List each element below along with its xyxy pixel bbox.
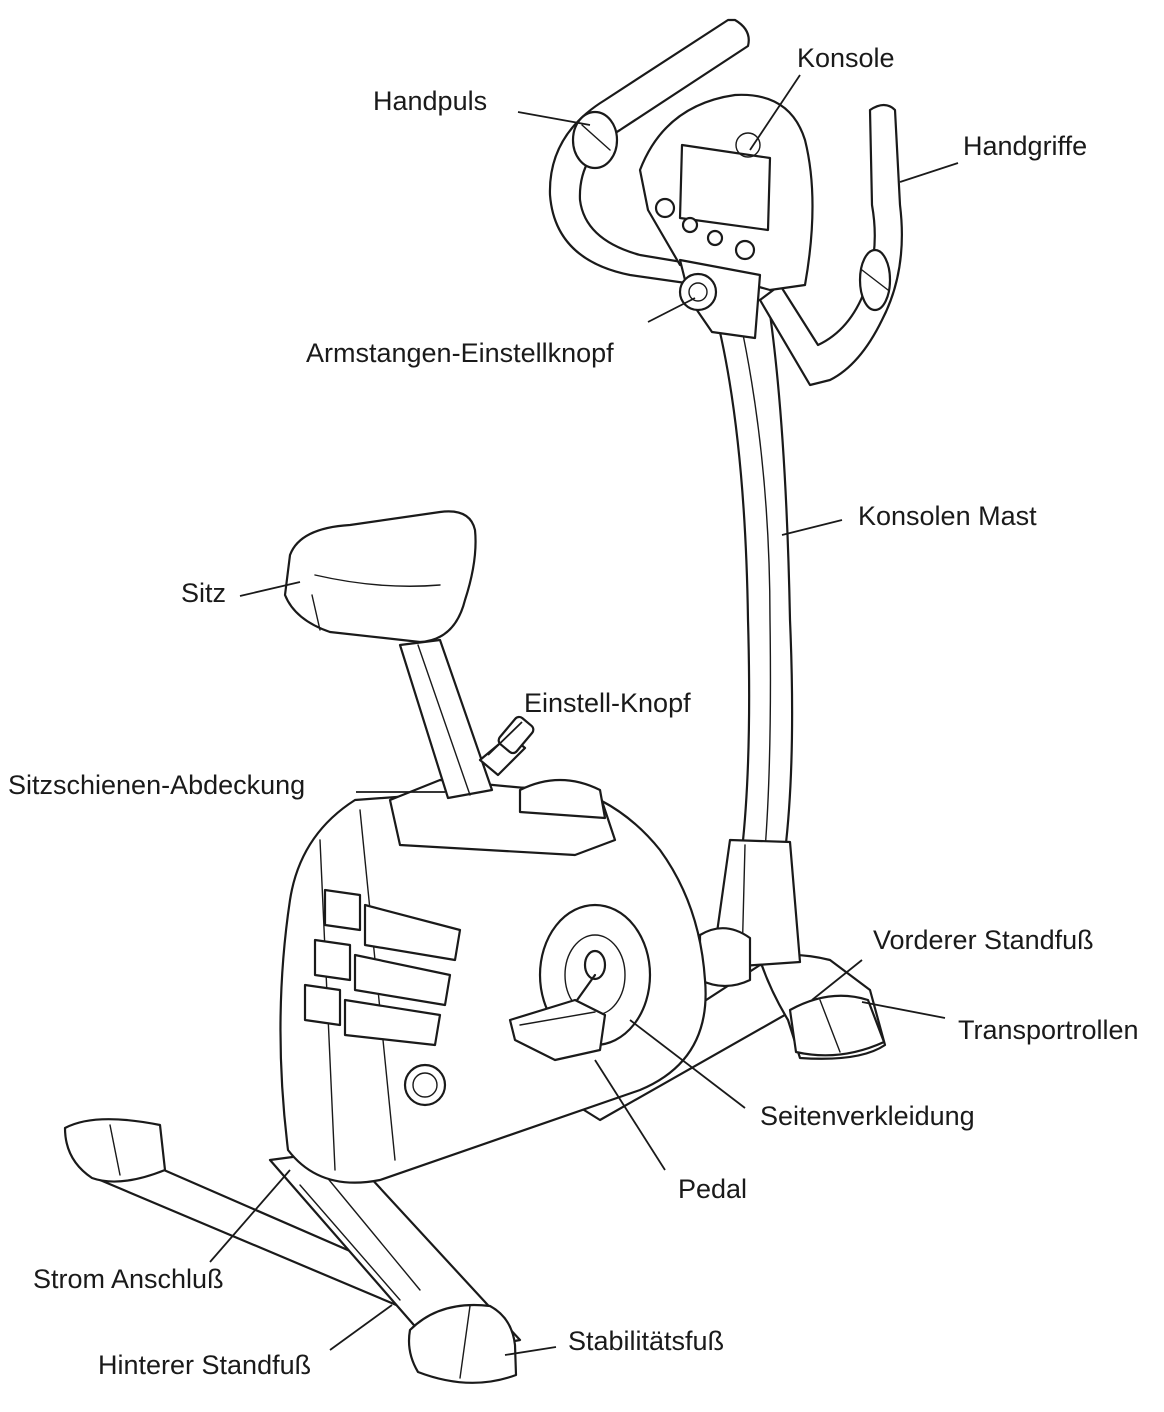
leader-vorderer-standfuss bbox=[811, 959, 863, 1001]
leader-strom-anschluss bbox=[209, 1169, 291, 1263]
leader-hinterer-standfuss bbox=[329, 1304, 393, 1351]
label-sitz: Sitz bbox=[181, 578, 227, 608]
leader-pedal bbox=[594, 1059, 666, 1171]
leader-armstangen bbox=[647, 297, 696, 323]
label-konsolen-mast: Konsolen Mast bbox=[858, 501, 1037, 531]
label-vorderer-standfuss: Vorderer Standfuß bbox=[873, 925, 1094, 955]
label-handgriffe: Handgriffe bbox=[963, 131, 1088, 161]
label-hinterer-standfuss: Hinterer Standfuß bbox=[98, 1350, 312, 1380]
leader-seitenverkleidung bbox=[629, 1019, 746, 1109]
leader-konsole bbox=[749, 74, 801, 151]
seat-assembly bbox=[283, 510, 535, 800]
label-armstangen-einstellknopf: Armstangen-Einstellknopf bbox=[306, 338, 614, 368]
console-mast bbox=[698, 298, 802, 988]
label-einstell-knopf: Einstell-Knopf bbox=[524, 688, 691, 718]
leader-transportrollen bbox=[861, 1001, 946, 1019]
label-transportrollen: Transportrollen bbox=[958, 1015, 1139, 1045]
label-strom-anschluss: Strom Anschluß bbox=[33, 1264, 224, 1294]
main-housing bbox=[279, 778, 707, 1184]
label-seitenverkleidung: Seitenverkleidung bbox=[760, 1101, 975, 1131]
leader-handpuls bbox=[517, 111, 591, 126]
leader-sitz bbox=[239, 581, 301, 597]
handlebar-assembly bbox=[548, 18, 903, 387]
label-stabilitaetsfuss: Stabilitätsfuß bbox=[568, 1326, 725, 1356]
label-sitzschienen-abdeckung: Sitzschienen-Abdeckung bbox=[8, 770, 306, 800]
rear-base bbox=[63, 1118, 522, 1384]
leader-handgriffe bbox=[899, 162, 959, 183]
label-pedal: Pedal bbox=[678, 1174, 748, 1204]
leader-einstell-knopf bbox=[487, 721, 523, 756]
leader-stabilitaetsfuss bbox=[504, 1346, 557, 1356]
leader-konsolen-mast bbox=[781, 519, 843, 536]
label-handpuls: Handpuls bbox=[373, 86, 488, 116]
label-konsole: Konsole bbox=[797, 43, 895, 73]
leader-lines bbox=[209, 74, 959, 1356]
